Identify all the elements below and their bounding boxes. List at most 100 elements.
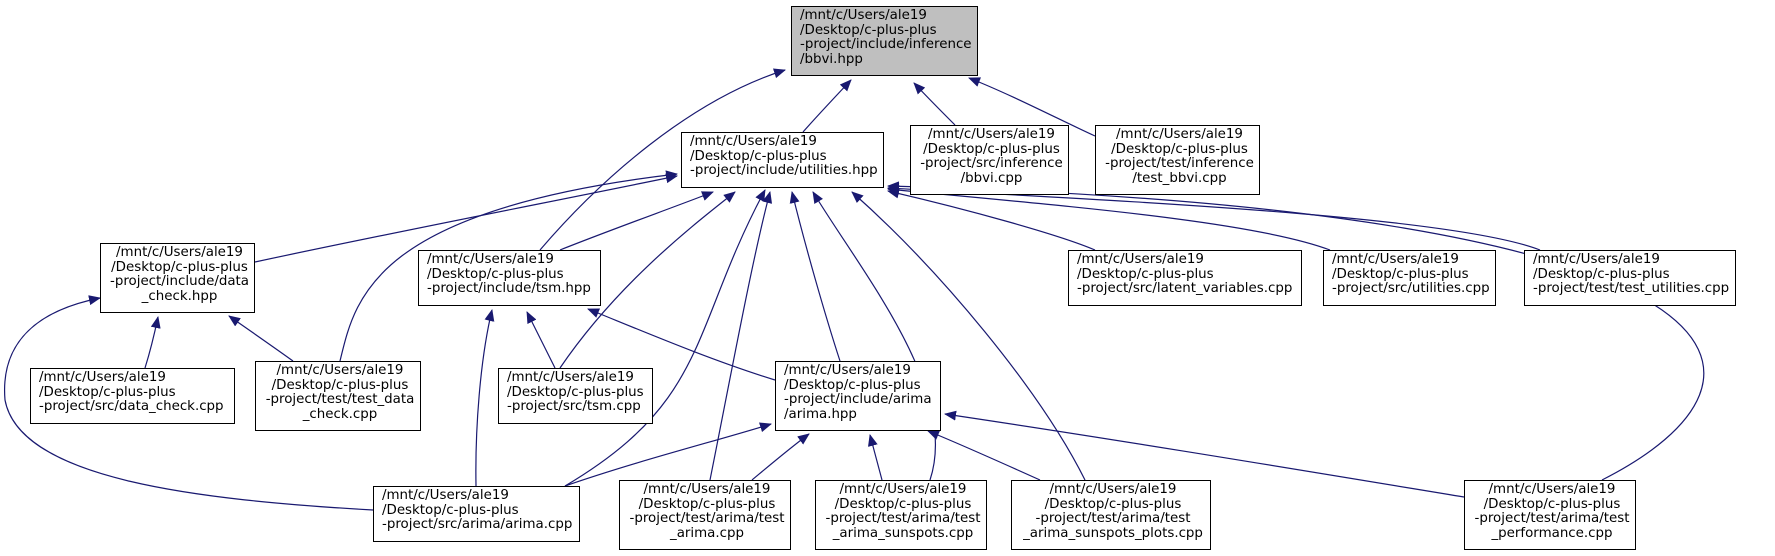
- file-node-label-line: /Desktop/c-plus-plus: [690, 148, 827, 164]
- file-node-label-line: _check.cpp: [302, 406, 378, 422]
- file-node-test-performance-cpp[interactable]: /mnt/c/Users/ale19/Desktop/c-plus-plus-p…: [1464, 480, 1636, 550]
- edge-tsm_cpp-to-tsm_hpp: [526, 311, 556, 369]
- edge-tsm_hpp-to-utilities_hpp: [559, 191, 714, 251]
- file-node-label-line: -project/include/tsm.hpp: [427, 281, 591, 296]
- edge-test_arima_sunspots_cpp-to-utilities_hpp: [812, 191, 936, 481]
- edge-arima_cpp-to-arima_hpp: [564, 422, 772, 487]
- file-node-label-line: /Desktop/c-plus-plus: [1111, 141, 1248, 157]
- edge-test_performance_cpp-to-arima_hpp: [944, 410, 1465, 498]
- file-node-label-line: -project/src/inference: [920, 156, 1063, 171]
- file-node-label-line: /Desktop/c-plus-plus: [427, 266, 564, 282]
- file-node-label-line: /mnt/c/Users/ale19: [690, 134, 817, 149]
- file-node-utilities-cpp[interactable]: /mnt/c/Users/ale19/Desktop/c-plus-plus-p…: [1323, 250, 1496, 306]
- edge-test_arima_sunspots_plots_cpp-to-utilities_hpp: [851, 191, 1086, 481]
- file-node-arima-cpp[interactable]: /mnt/c/Users/ale19/Desktop/c-plus-plus-p…: [373, 486, 580, 542]
- file-node-label-line: /Desktop/c-plus-plus: [1077, 266, 1214, 282]
- edge-src_inference_bbvi_cpp-to-bbvi_hpp: [913, 82, 956, 126]
- edge-test_arima_sunspots_plots_cpp-to-arima_hpp: [927, 430, 1041, 481]
- file-node-label-line: /mnt/c/Users/ale19: [382, 488, 509, 503]
- file-node-label-line: -project/include/utilities.hpp: [690, 163, 878, 178]
- file-node-bbvi-hpp[interactable]: /mnt/c/Users/ale19/Desktop/c-plus-plus-p…: [791, 6, 978, 76]
- edge-arima_hpp-to-tsm_hpp: [587, 308, 776, 381]
- file-node-label-line: /mnt/c/Users/ale19: [116, 245, 243, 260]
- file-node-label-line: /mnt/c/Users/ale19: [839, 482, 967, 497]
- edge-test_performance_cpp-to-utilities_hpp: [887, 181, 1705, 481]
- edge-test_bbvi_cpp-to-bbvi_hpp: [968, 77, 1096, 137]
- file-node-label-line: -project/include/arima: [784, 392, 932, 407]
- file-node-label-line: /mnt/c/Users/ale19: [276, 363, 404, 378]
- file-node-data-check-cpp[interactable]: /mnt/c/Users/ale19/Desktop/c-plus-plus-p…: [30, 368, 235, 424]
- file-node-label-line: /test_bbvi.cpp: [1132, 170, 1227, 186]
- edge-utilities_hpp-to-bbvi_hpp: [802, 79, 852, 133]
- file-node-label-line: /bbvi.hpp: [800, 51, 863, 67]
- file-node-label-line: /Desktop/c-plus-plus: [39, 384, 176, 400]
- file-node-tsm-cpp[interactable]: /mnt/c/Users/ale19/Desktop/c-plus-plus-p…: [498, 368, 653, 424]
- file-node-label-line: /mnt/c/Users/ale19: [1488, 482, 1616, 497]
- file-node-label-line: /mnt/c/Users/ale19: [928, 127, 1055, 142]
- file-node-latent-variables-cpp[interactable]: /mnt/c/Users/ale19/Desktop/c-plus-plus-p…: [1068, 250, 1302, 306]
- file-node-utilities-hpp[interactable]: /mnt/c/Users/ale19/Desktop/c-plus-plus-p…: [681, 132, 884, 188]
- file-node-label-line: /Desktop/c-plus-plus: [1533, 266, 1670, 282]
- edge-arima_cpp-to-utilities_hpp: [564, 189, 766, 487]
- file-node-test-arima-sunspots-plots-cpp[interactable]: /mnt/c/Users/ale19/Desktop/c-plus-plus-p…: [1011, 480, 1211, 550]
- file-node-label-line: /Desktop/c-plus-plus: [271, 377, 409, 393]
- file-node-label-line: -project/test/arima/test: [629, 511, 785, 526]
- file-node-label-line: /Desktop/c-plus-plus: [834, 496, 972, 512]
- file-node-test-arima-sunspots-cpp[interactable]: /mnt/c/Users/ale19/Desktop/c-plus-plus-p…: [815, 480, 987, 550]
- file-node-label-line: -project/test/test_data: [265, 392, 415, 407]
- file-node-label-line: /Desktop/c-plus-plus: [800, 22, 937, 38]
- file-node-label-line: -project/test/arima/test: [825, 511, 981, 526]
- file-node-label-line: /Desktop/c-plus-plus: [923, 141, 1060, 157]
- edge-latent_variables_cpp-to-utilities_hpp: [887, 188, 1096, 251]
- file-node-src-inference-bbvi-cpp[interactable]: /mnt/c/Users/ale19/Desktop/c-plus-plus-p…: [910, 125, 1069, 195]
- file-node-label-line: _performance.cpp: [1491, 525, 1613, 541]
- file-node-label-line: -project/src/latent_variables.cpp: [1077, 281, 1293, 296]
- edge-tsm_cpp-to-utilities_hpp: [559, 191, 736, 369]
- file-node-label-line: _arima_sunspots.cpp: [832, 525, 974, 541]
- file-node-label-line: -project/test/inference: [1105, 156, 1254, 171]
- file-node-label-line: -project/src/utilities.cpp: [1332, 281, 1490, 296]
- file-node-label-line: /mnt/c/Users/ale19: [643, 482, 771, 497]
- file-node-label-line: /Desktop/c-plus-plus: [1483, 496, 1621, 512]
- file-node-label-line: /Desktop/c-plus-plus: [507, 384, 644, 400]
- file-node-tsm-hpp[interactable]: /mnt/c/Users/ale19/Desktop/c-plus-plus-p…: [418, 250, 601, 306]
- file-node-label-line: -project/src/tsm.cpp: [507, 399, 641, 414]
- file-node-arima-hpp[interactable]: /mnt/c/Users/ale19/Desktop/c-plus-plus-p…: [775, 361, 941, 431]
- edge-data_check_hpp-to-utilities_hpp: [254, 173, 678, 263]
- file-node-label-line: /Desktop/c-plus-plus: [382, 502, 519, 518]
- file-node-test-data-check-cpp[interactable]: /mnt/c/Users/ale19/Desktop/c-plus-plus-p…: [255, 361, 421, 431]
- file-node-label-line: _arima_sunspots_plots.cpp: [1023, 525, 1203, 541]
- file-node-label-line: /mnt/c/Users/ale19: [507, 370, 634, 385]
- file-node-test-arima-cpp[interactable]: /mnt/c/Users/ale19/Desktop/c-plus-plus-p…: [619, 480, 791, 550]
- file-node-label-line: /mnt/c/Users/ale19: [1116, 127, 1243, 142]
- file-node-label-line: -project/include/data: [109, 274, 249, 289]
- edge-test_arima_cpp-to-utilities_hpp: [709, 191, 773, 481]
- edge-test_data_check_cpp-to-utilities_hpp: [339, 170, 678, 362]
- file-node-label-line: /Desktop/c-plus-plus: [1332, 266, 1469, 282]
- file-node-label-line: -project/include/inference: [800, 37, 972, 52]
- file-node-label-line: _arima.cpp: [670, 525, 744, 541]
- edge-test_arima_cpp-to-arima_hpp: [751, 433, 810, 481]
- edge-tsm_hpp-to-bbvi_hpp: [539, 68, 786, 251]
- file-node-label-line: /mnt/c/Users/ale19: [427, 252, 554, 267]
- edge-arima_cpp-to-tsm_hpp: [475, 309, 495, 487]
- file-node-label-line: /mnt/c/Users/ale19: [1049, 482, 1177, 497]
- file-node-label-line: /mnt/c/Users/ale19: [1077, 252, 1204, 267]
- file-node-data-check-hpp[interactable]: /mnt/c/Users/ale19/Desktop/c-plus-plus-p…: [100, 243, 255, 313]
- file-node-test-bbvi-cpp[interactable]: /mnt/c/Users/ale19/Desktop/c-plus-plus-p…: [1095, 125, 1260, 195]
- file-node-label-line: /Desktop/c-plus-plus: [638, 496, 776, 512]
- edge-arima_hpp-to-utilities_hpp: [789, 191, 841, 362]
- file-node-label-line: /Desktop/c-plus-plus: [111, 259, 248, 275]
- edge-data_check_cpp-to-data_check_hpp: [144, 316, 161, 369]
- file-node-label-line: /mnt/c/Users/ale19: [1533, 252, 1660, 267]
- edge-utilities_cpp-to-utilities_hpp: [887, 185, 1331, 251]
- file-node-label-line: /bbvi.cpp: [960, 170, 1023, 186]
- file-node-label-line: -project/test/test_utilities.cpp: [1533, 281, 1730, 296]
- file-node-test-utilities-cpp[interactable]: /mnt/c/Users/ale19/Desktop/c-plus-plus-p…: [1524, 250, 1736, 306]
- file-node-label-line: /mnt/c/Users/ale19: [39, 370, 166, 385]
- file-node-label-line: -project/src/arima/arima.cpp: [382, 517, 573, 532]
- edge-test_data_check_cpp-to-data_check_hpp: [228, 315, 294, 362]
- file-node-label-line: /arima.hpp: [784, 406, 857, 422]
